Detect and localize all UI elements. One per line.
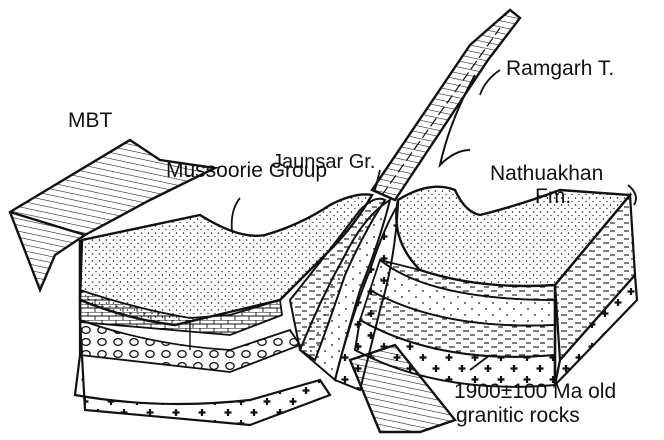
right-anticline-block bbox=[355, 187, 637, 387]
label-granite-line2: granitic rocks bbox=[456, 404, 580, 427]
mussoorie-leader bbox=[232, 198, 240, 232]
label-mussoorie-group: Mussoorie Group bbox=[166, 159, 327, 182]
ramgarh-leader bbox=[480, 70, 500, 95]
label-mbt: MBT bbox=[68, 109, 113, 132]
label-nathuakhan-line2: Fm. bbox=[535, 185, 571, 208]
label-ramgarh-thrust: Ramgarh T. bbox=[506, 57, 614, 80]
label-granite-line1: 1900±100 Ma old bbox=[454, 380, 616, 403]
label-nathuakhan-line1: Nathuakhan bbox=[490, 162, 603, 185]
